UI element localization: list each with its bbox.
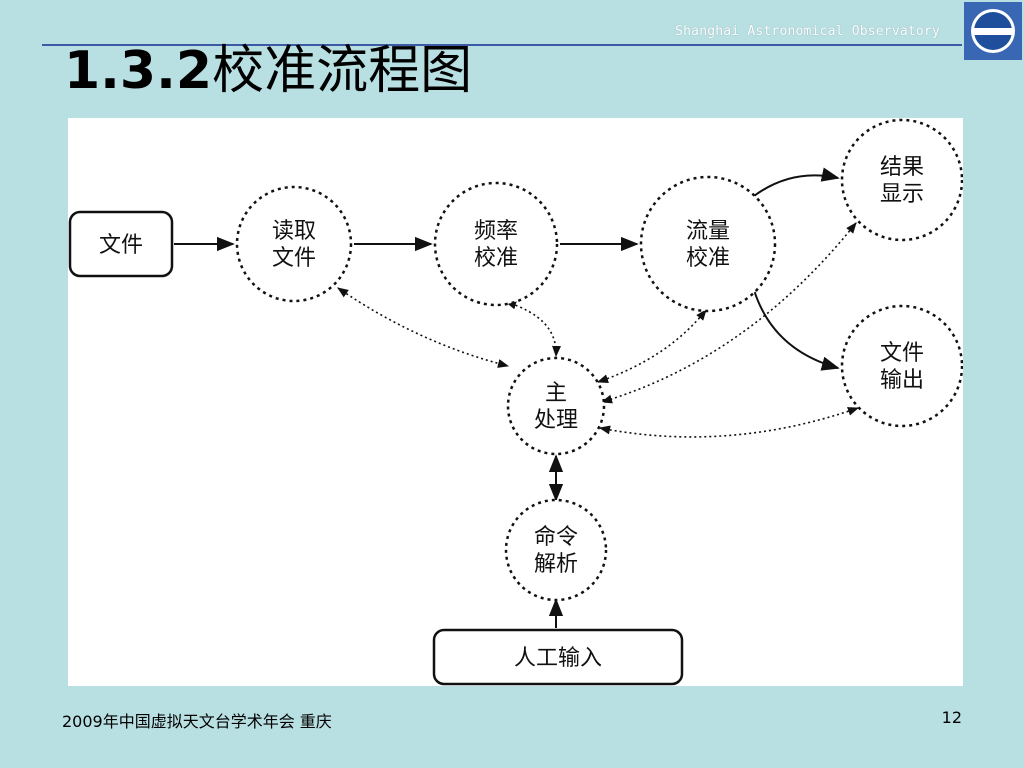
node-command-parsing-line2: 解析 xyxy=(534,552,578,577)
calibration-flowchart: 文件 读取 文件 频率 校准 流量 校准 xyxy=(68,118,963,686)
footer-event: 2009年中国虚拟天文台学术年会 重庆 xyxy=(62,712,332,731)
title-text: 校准流程图 xyxy=(212,41,473,101)
node-result-display-line2: 显示 xyxy=(880,182,924,207)
slide-title: 1.3.2校准流程图 xyxy=(64,40,472,102)
edge-flux-to-result xyxy=(753,167,840,197)
node-main-processing: 主 处理 xyxy=(506,356,606,456)
node-frequency-calibration-line2: 校准 xyxy=(474,246,518,271)
edge-main-read-dotted xyxy=(337,287,510,368)
node-read-file-line1: 读取 xyxy=(272,219,316,244)
header-rule xyxy=(42,44,962,46)
node-main-processing-line1: 主 xyxy=(545,381,567,406)
node-flux-calibration-line2: 校准 xyxy=(686,246,730,271)
node-read-file: 读取 文件 xyxy=(235,185,353,303)
node-read-file-line2: 文件 xyxy=(272,246,316,271)
node-command-parsing: 命令 解析 xyxy=(504,498,608,602)
node-result-display-line1: 结果 xyxy=(880,155,924,180)
node-flux-calibration-line1: 流量 xyxy=(686,219,730,244)
node-result-display: 结果 显示 xyxy=(840,118,963,242)
node-frequency-calibration: 频率 校准 xyxy=(433,181,559,307)
edge-flux-to-output xyxy=(753,289,840,371)
node-file-output: 文件 输出 xyxy=(840,304,963,428)
org-name: Shanghai Astronomical Observatory xyxy=(675,24,940,39)
node-file-output-line2: 输出 xyxy=(880,368,924,393)
node-flux-calibration: 流量 校准 xyxy=(639,175,777,313)
node-command-parsing-line1: 命令 xyxy=(534,525,578,550)
edge-main-freq-dotted xyxy=(504,300,561,358)
node-file-input: 文件 xyxy=(68,210,174,278)
node-file-input-label: 文件 xyxy=(99,233,143,258)
observatory-logo-icon xyxy=(964,2,1022,60)
edge-main-result-dotted xyxy=(600,222,857,404)
node-manual-input-label: 人工输入 xyxy=(514,646,602,671)
edge-main-output-dotted xyxy=(598,407,860,438)
title-number: 1.3.2 xyxy=(64,41,213,101)
node-file-output-line1: 文件 xyxy=(880,341,924,366)
node-frequency-calibration-line1: 频率 xyxy=(474,219,518,244)
node-manual-input: 人工输入 xyxy=(432,628,684,686)
page-number: 12 xyxy=(941,708,962,727)
node-main-processing-line2: 处理 xyxy=(534,408,578,433)
edge-main-flux-dotted xyxy=(596,309,707,383)
